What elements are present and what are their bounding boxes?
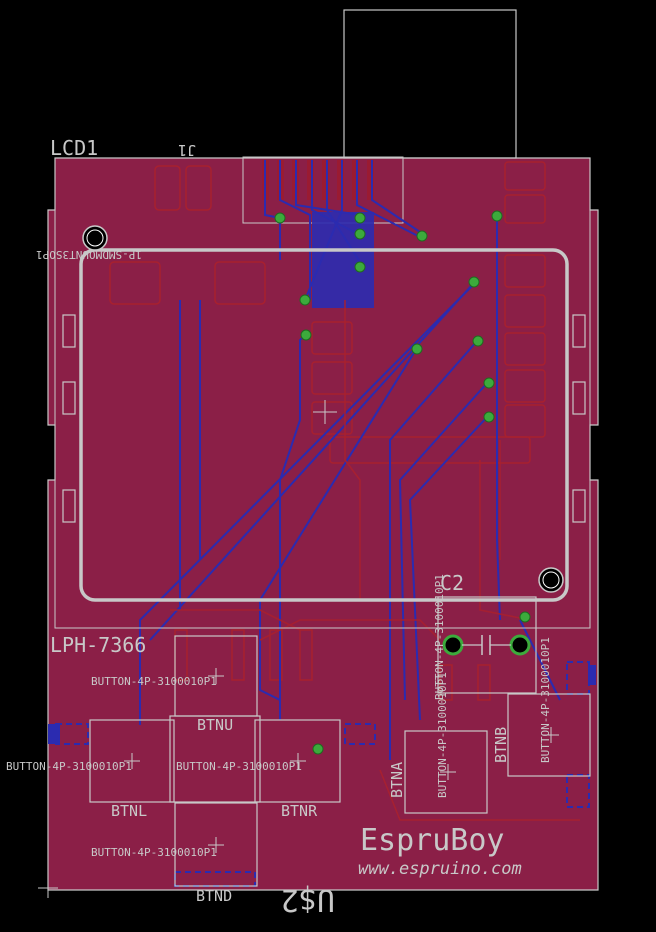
c2-part-label-left: BUTTON-4P-3100010P1 (433, 574, 446, 700)
button-footprints (89, 635, 591, 887)
c2-capacitor (442, 634, 531, 656)
btnu-ref-label: BTNU (197, 716, 233, 734)
lcd-outline (79, 248, 569, 602)
button-centers (124, 400, 559, 853)
btnd-ref-label: BTND (196, 887, 232, 905)
usb-connector-outline (343, 9, 517, 159)
c2-outline (437, 596, 537, 694)
mounting-holes (82, 225, 564, 593)
top-layer-outlines (109, 161, 546, 701)
btnb-part-label: BUTTON-4P-3100010P1 (539, 637, 552, 763)
lcd-ref-label: LCD1 (50, 136, 98, 160)
board-fill (47, 157, 599, 891)
mcu-ref-label: U$2 (281, 882, 335, 917)
brand-title: EspruBoy (360, 823, 505, 858)
btnl-part-label: BUTTON-4P-3100010P1 (6, 760, 132, 773)
btnd-part-label: BUTTON-4P-3100010P1 (91, 846, 217, 859)
btnr-ref-label: BTNR (281, 802, 318, 820)
lcd-part-label: LPH-7366 (50, 633, 146, 657)
btna-part-label: BUTTON-4P-3100010P1 (436, 672, 449, 798)
btnr-part-label: BUTTON-4P-3100010P1 (176, 760, 302, 773)
top-copper-traces (170, 300, 580, 821)
vias (274, 210, 531, 755)
edge-pad-right (588, 665, 596, 685)
c2-ref-label: C2 (440, 571, 464, 595)
brand-url: www.espruino.com (358, 859, 522, 879)
mounting-ref-label: 1P-SMDMOUNT3SOP1 (36, 248, 142, 261)
lcd-frame (54, 157, 591, 629)
lcd-side-tabs (62, 314, 586, 523)
btnb-ref-label: BTNB (492, 727, 510, 763)
edge-pad-left (48, 724, 60, 744)
btna-ref-label: BTNA (388, 762, 406, 798)
j1-ref-label: J1 (178, 141, 196, 159)
origin-marker (38, 878, 58, 898)
btnu-part-label: BUTTON-4P-3100010P1 (91, 675, 217, 688)
btnl-ref-label: BTNL (111, 802, 147, 820)
